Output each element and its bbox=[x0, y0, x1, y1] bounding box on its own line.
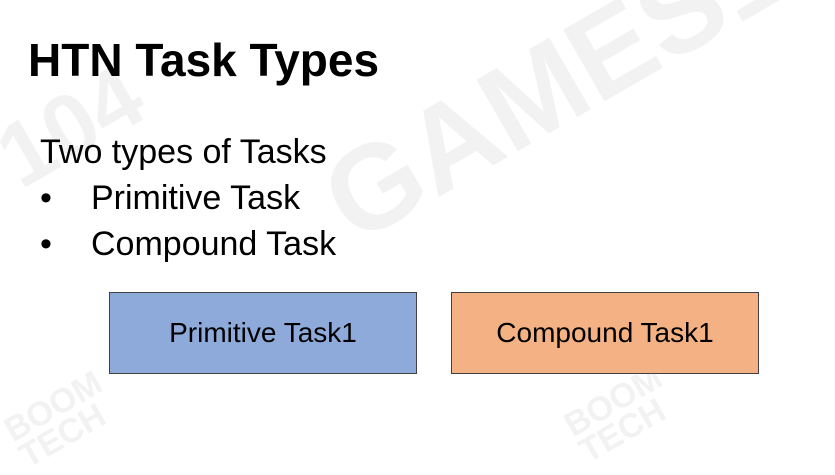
primitive-task-label: Primitive Task1 bbox=[169, 317, 357, 348]
bullet-marker: • bbox=[40, 225, 52, 263]
watermark-main: GAMES104 bbox=[301, 0, 835, 268]
primitive-task-box: Primitive Task1 bbox=[109, 292, 417, 374]
compound-task-box: Compound Task1 bbox=[451, 292, 759, 374]
compound-task-label: Compound Task1 bbox=[496, 317, 714, 348]
intro-text: Two types of Tasks bbox=[40, 133, 327, 171]
watermark-bottom-left: BOOM TECH bbox=[0, 363, 113, 475]
bullet-text: Compound Task bbox=[91, 225, 337, 263]
slide-title: HTN Task Types bbox=[28, 34, 380, 86]
bullet-text: Primitive Task bbox=[91, 179, 301, 217]
bullet-marker: • bbox=[40, 179, 52, 217]
watermark-bottom-right: BOOM TECH bbox=[558, 358, 673, 471]
